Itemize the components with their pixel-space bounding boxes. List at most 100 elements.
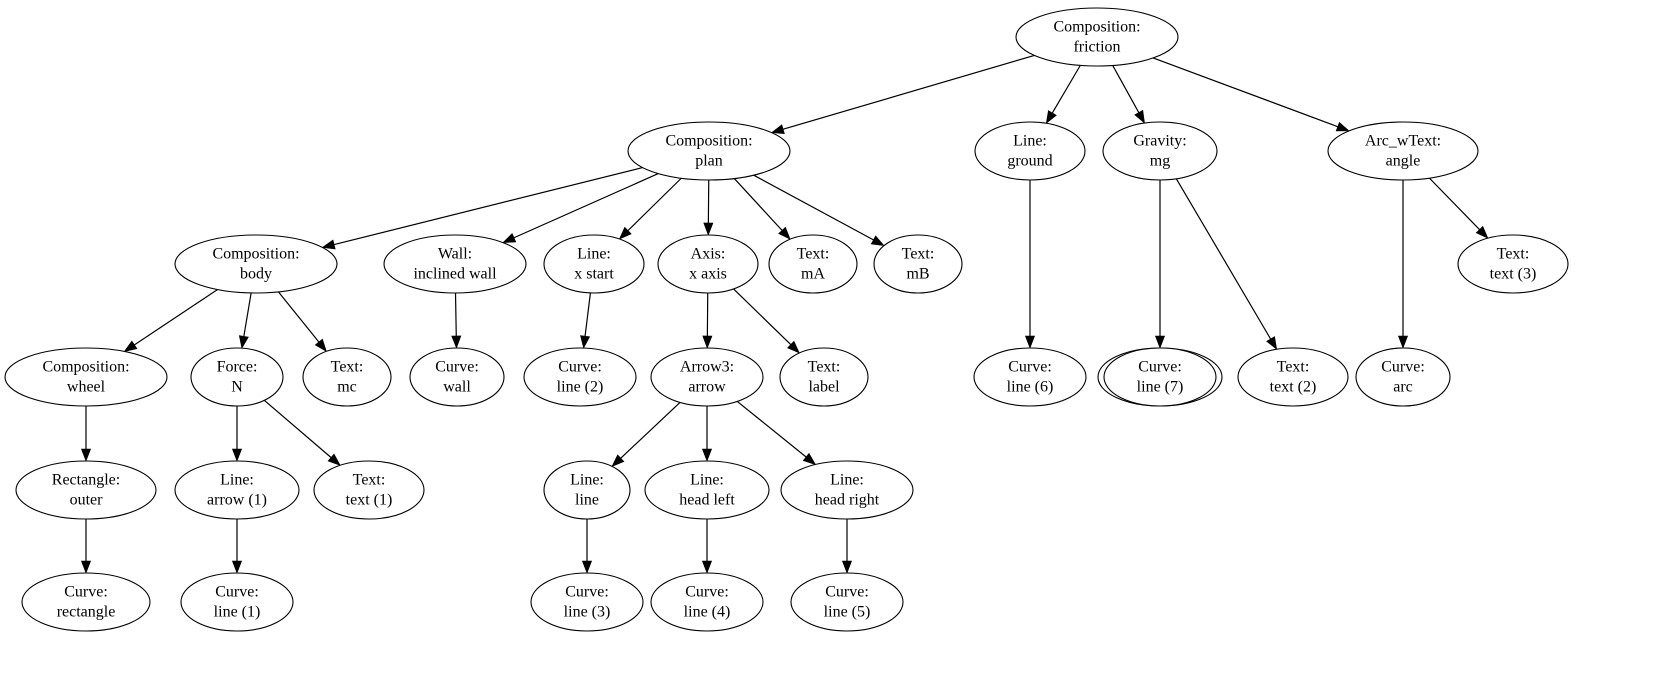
graph-node-curve-line5[interactable]: Curve:line (5) bbox=[790, 572, 904, 632]
graph-node-rect-outer[interactable]: Rectangle:outer bbox=[15, 460, 157, 520]
graph-node-x-start[interactable]: Line:x start bbox=[543, 234, 645, 294]
node-ellipse[interactable] bbox=[650, 572, 764, 632]
node-ellipse[interactable] bbox=[974, 121, 1086, 181]
node-label-type: Text: bbox=[808, 359, 841, 376]
node-ellipse[interactable] bbox=[1457, 234, 1569, 294]
node-ellipse[interactable] bbox=[1015, 7, 1179, 67]
graph-node-head-right[interactable]: Line:head right bbox=[780, 460, 914, 520]
graph-node-curve-wall[interactable]: Curve:wall bbox=[409, 347, 505, 407]
node-ellipse[interactable] bbox=[1237, 347, 1349, 407]
graph-node-friction[interactable]: Composition:friction bbox=[1015, 7, 1179, 67]
node-ellipse[interactable] bbox=[174, 460, 300, 520]
graph-edge bbox=[782, 54, 1035, 130]
node-label-type: Curve: bbox=[1008, 359, 1052, 376]
node-label-type: Axis: bbox=[691, 246, 726, 263]
graph-node-curve-line6[interactable]: Curve:line (6) bbox=[973, 347, 1087, 407]
edge-arrowhead-icon bbox=[841, 560, 853, 574]
edge-arrowhead-icon bbox=[1134, 109, 1145, 124]
node-label-name: wheel bbox=[67, 379, 106, 396]
node-ellipse[interactable] bbox=[873, 234, 963, 294]
graph-node-body[interactable]: Composition:body bbox=[174, 234, 338, 294]
node-label-type: Curve: bbox=[1138, 359, 1182, 376]
graph-node-curve-line3[interactable]: Curve:line (3) bbox=[530, 572, 644, 632]
node-label-name: wall bbox=[443, 379, 471, 396]
graph-node-text1[interactable]: Text:text (1) bbox=[313, 460, 425, 520]
node-label-type: Wall: bbox=[438, 246, 472, 263]
graph-node-text3[interactable]: Text:text (3) bbox=[1457, 234, 1569, 294]
edge-arrowhead-icon bbox=[80, 448, 92, 462]
node-ellipse[interactable] bbox=[1102, 121, 1218, 181]
graph-node-curve-line4[interactable]: Curve:line (4) bbox=[650, 572, 764, 632]
node-label-type: Line: bbox=[830, 472, 864, 489]
node-ellipse[interactable] bbox=[523, 347, 637, 407]
node-label-name: rectangle bbox=[57, 604, 116, 621]
node-ellipse[interactable] bbox=[1103, 347, 1217, 407]
node-ellipse[interactable] bbox=[657, 234, 759, 294]
node-ellipse[interactable] bbox=[650, 347, 764, 407]
graph-node-inclined-wall[interactable]: Wall:inclined wall bbox=[383, 234, 527, 294]
nodes-layer: Composition:frictionComposition:planLine… bbox=[4, 7, 1569, 632]
node-ellipse[interactable] bbox=[543, 460, 631, 520]
graph-node-text2[interactable]: Text:text (2) bbox=[1237, 347, 1349, 407]
node-ellipse[interactable] bbox=[644, 460, 770, 520]
node-ellipse[interactable] bbox=[779, 347, 869, 407]
graph-node-gravity-mg[interactable]: Gravity:mg bbox=[1102, 121, 1218, 181]
node-label-type: Arrow3: bbox=[680, 359, 734, 376]
node-ellipse[interactable] bbox=[627, 121, 791, 181]
graph-node-text-label[interactable]: Text:label bbox=[779, 347, 869, 407]
edge-arrowhead-icon bbox=[1154, 335, 1166, 349]
node-ellipse[interactable] bbox=[15, 460, 157, 520]
node-label-type: Force: bbox=[217, 359, 258, 376]
graph-node-line[interactable]: Line:line bbox=[543, 460, 631, 520]
graph-node-text-mc[interactable]: Text:mc bbox=[302, 347, 392, 407]
edge-arrowhead-icon bbox=[1335, 121, 1350, 132]
graph-edge bbox=[1152, 57, 1338, 128]
node-ellipse[interactable] bbox=[1327, 121, 1479, 181]
graph-node-curve-line2[interactable]: Curve:line (2) bbox=[523, 347, 637, 407]
node-ellipse[interactable] bbox=[302, 347, 392, 407]
edge-arrowhead-icon bbox=[580, 335, 591, 349]
node-ellipse[interactable] bbox=[973, 347, 1087, 407]
node-label-name: body bbox=[240, 266, 272, 283]
edge-arrowhead-icon bbox=[787, 340, 800, 354]
node-ellipse[interactable] bbox=[780, 460, 914, 520]
graph-node-angle[interactable]: Arc_wText:angle bbox=[1327, 121, 1479, 181]
edge-arrowhead-icon bbox=[231, 560, 243, 574]
graph-node-ground[interactable]: Line:ground bbox=[974, 121, 1086, 181]
node-label-name: mA bbox=[801, 266, 825, 283]
graph-edge bbox=[513, 173, 659, 239]
edge-arrowhead-icon bbox=[238, 335, 249, 349]
node-ellipse[interactable] bbox=[543, 234, 645, 294]
graph-node-x-axis[interactable]: Axis:x axis bbox=[657, 234, 759, 294]
node-label-name: line (7) bbox=[1137, 379, 1184, 396]
node-label-name: line (5) bbox=[824, 604, 871, 621]
node-ellipse[interactable] bbox=[21, 572, 151, 632]
node-ellipse[interactable] bbox=[409, 347, 505, 407]
node-ellipse[interactable] bbox=[4, 347, 168, 407]
graph-node-curve-arc[interactable]: Curve:arc bbox=[1355, 347, 1451, 407]
graph-node-arrow3[interactable]: Arrow3:arrow bbox=[650, 347, 764, 407]
graph-node-force-n[interactable]: Force:N bbox=[190, 347, 284, 407]
node-ellipse[interactable] bbox=[530, 572, 644, 632]
node-ellipse[interactable] bbox=[790, 572, 904, 632]
graph-node-head-left[interactable]: Line:head left bbox=[644, 460, 770, 520]
node-ellipse[interactable] bbox=[1355, 347, 1451, 407]
graph-node-plan[interactable]: Composition:plan bbox=[627, 121, 791, 181]
graph-node-wheel[interactable]: Composition:wheel bbox=[4, 347, 168, 407]
node-label-type: Curve: bbox=[685, 584, 729, 601]
node-ellipse[interactable] bbox=[180, 572, 294, 632]
node-ellipse[interactable] bbox=[383, 234, 527, 294]
graph-node-curve-line7[interactable]: Curve: line (7) bbox=[1103, 347, 1217, 407]
graph-node-curve-line1[interactable]: Curve:line (1) bbox=[180, 572, 294, 632]
node-ellipse[interactable] bbox=[190, 347, 284, 407]
graph-node-arrow1[interactable]: Line:arrow (1) bbox=[174, 460, 300, 520]
edge-arrowhead-icon bbox=[701, 560, 713, 574]
graph-node-curve-rect[interactable]: Curve:rectangle bbox=[21, 572, 151, 632]
node-ellipse[interactable] bbox=[768, 234, 858, 294]
graph-edge bbox=[1112, 65, 1140, 113]
graph-node-text-ma[interactable]: Text:mA bbox=[768, 234, 858, 294]
node-ellipse[interactable] bbox=[174, 234, 338, 294]
graph-node-text-mb[interactable]: Text:mB bbox=[873, 234, 963, 294]
node-ellipse[interactable] bbox=[313, 460, 425, 520]
edge-arrowhead-icon bbox=[870, 235, 885, 247]
